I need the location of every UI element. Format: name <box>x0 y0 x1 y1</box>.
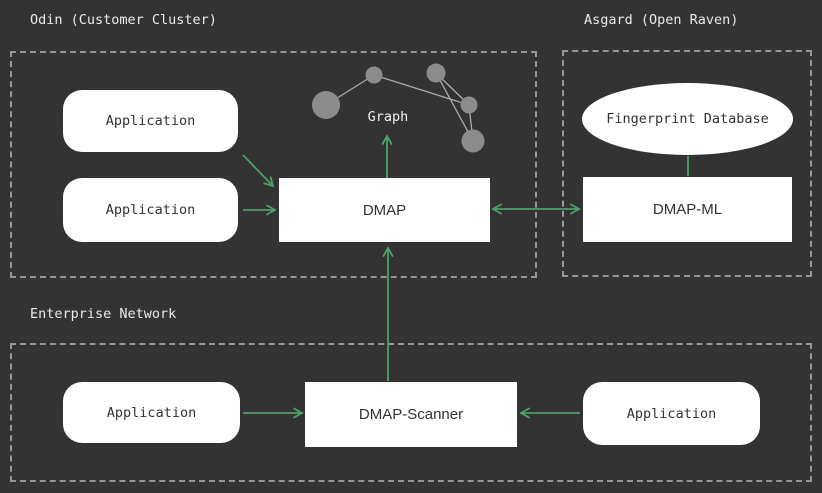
cluster-box-asgard <box>562 50 812 277</box>
graph-motif-label: Graph <box>367 109 409 125</box>
cluster-title-enterprise: Enterprise Network <box>30 306 177 322</box>
node-fingerprint-database: Fingerprint Database <box>582 83 793 155</box>
node-dmap-scanner: DMAP-Scanner <box>305 382 517 447</box>
node-label: Application <box>626 405 717 422</box>
node-application-enterprise-left: Application <box>63 382 240 443</box>
node-application-odin-bottom: Application <box>63 178 238 242</box>
node-application-enterprise-right: Application <box>583 382 760 445</box>
node-dmap: DMAP <box>279 178 490 242</box>
node-label: Application <box>105 113 196 129</box>
cluster-title-asgard: Asgard (Open Raven) <box>584 12 739 28</box>
node-label: DMAP-ML <box>652 201 723 218</box>
node-label: DMAP-Scanner <box>358 406 464 423</box>
cluster-title-odin: Odin (Customer Cluster) <box>30 12 217 28</box>
node-label: Application <box>106 404 197 421</box>
node-dmap-ml: DMAP-ML <box>583 177 792 242</box>
node-label: DMAP <box>362 201 407 219</box>
node-label: Application <box>105 202 196 218</box>
cluster-box-odin <box>10 51 537 278</box>
node-label: Fingerprint Database <box>606 111 769 127</box>
node-application-odin-top: Application <box>63 90 238 152</box>
cluster-box-enterprise <box>10 343 812 482</box>
